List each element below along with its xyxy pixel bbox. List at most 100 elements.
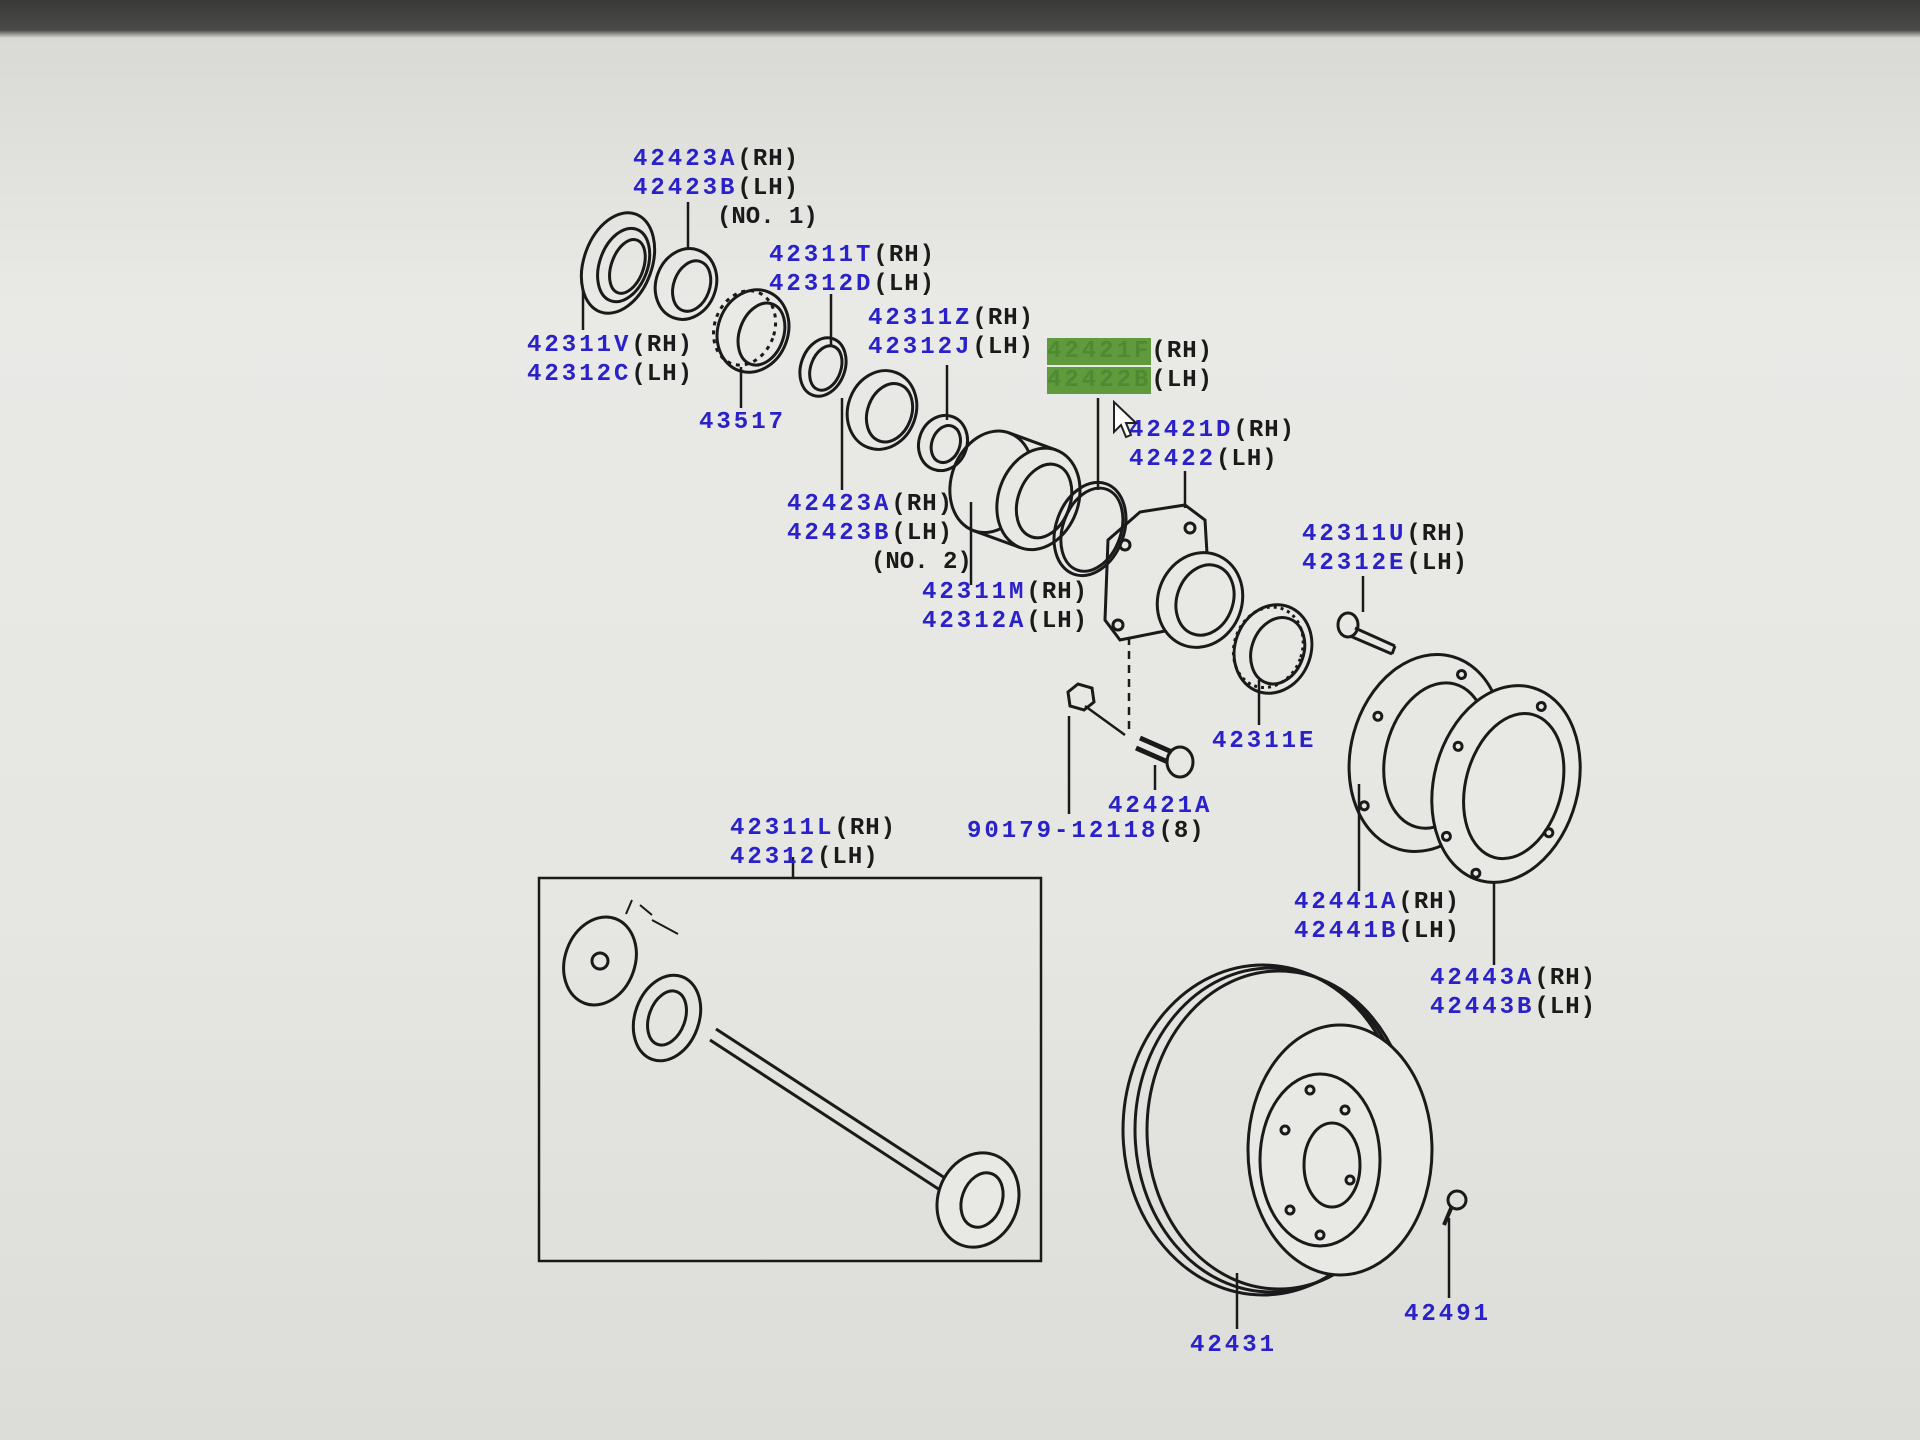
part-number[interactable]: 42312A bbox=[922, 608, 1027, 635]
callout-line: 42491 bbox=[1404, 1300, 1491, 1329]
part-number[interactable]: 42423B bbox=[787, 520, 892, 547]
part-number[interactable]: 42491 bbox=[1404, 1301, 1492, 1328]
part-number[interactable]: 43517 bbox=[699, 409, 787, 436]
callout-line: 42312J(LH) bbox=[868, 333, 1034, 362]
callout-line: 42443B(LH) bbox=[1430, 993, 1596, 1022]
callout-line: 42421F(RH) bbox=[1047, 337, 1213, 366]
callout-42421a[interactable]: 42421A bbox=[1108, 792, 1212, 821]
bearing-race-no2 bbox=[845, 369, 919, 451]
part-number[interactable]: 42421F bbox=[1047, 338, 1152, 365]
part-number[interactable]: 42311T bbox=[769, 242, 874, 269]
part-number[interactable]: 42312J bbox=[868, 334, 973, 361]
callout-line: 42312A(LH) bbox=[922, 607, 1088, 636]
part-number[interactable]: 42421A bbox=[1108, 793, 1213, 820]
callout-line: 42311M(RH) bbox=[922, 578, 1088, 607]
callout-line: 42443A(RH) bbox=[1430, 964, 1596, 993]
side-designation: (LH) bbox=[1406, 550, 1469, 577]
side-designation: (LH) bbox=[1151, 367, 1214, 394]
callout-42311e[interactable]: 42311E bbox=[1212, 727, 1316, 756]
part-number[interactable]: 42441B bbox=[1294, 918, 1399, 945]
part-number[interactable]: 90179-12118 bbox=[967, 818, 1159, 845]
callout-43517[interactable]: 43517 bbox=[699, 408, 786, 437]
leader-lines bbox=[581, 202, 1496, 1329]
part-number[interactable]: 42421D bbox=[1129, 417, 1234, 444]
hub-bolt-42421A bbox=[1134, 735, 1195, 779]
callout-42311z[interactable]: 42311Z(RH)42312J(LH) bbox=[868, 304, 1034, 362]
part-number[interactable]: 42311M bbox=[922, 579, 1027, 606]
callout-line: 42311Z(RH) bbox=[868, 304, 1034, 333]
oil-seal-42311V bbox=[579, 211, 657, 315]
side-designation: (RH) bbox=[1151, 338, 1214, 365]
callout-42311u[interactable]: 42311U(RH)42312E(LH) bbox=[1302, 520, 1468, 578]
callout-42423a[interactable]: 42423A(RH)42423B(LH)(NO. 2) bbox=[787, 490, 972, 577]
part-number[interactable]: 42422B bbox=[1047, 367, 1152, 394]
callout-line: 42422B(LH) bbox=[1047, 366, 1213, 395]
spacer-42311M bbox=[948, 429, 1082, 552]
part-number[interactable]: 42423B bbox=[633, 175, 738, 202]
axle-shaft-inset bbox=[537, 876, 1043, 1263]
part-number[interactable]: 42311E bbox=[1212, 728, 1317, 755]
part-number[interactable]: 42431 bbox=[1190, 1332, 1278, 1359]
bearing-housing-42421D bbox=[1103, 503, 1245, 649]
callout-line: 42312(LH) bbox=[730, 843, 896, 872]
part-number[interactable]: 42311L bbox=[730, 815, 835, 842]
callout-line: 42312E(LH) bbox=[1302, 549, 1468, 578]
side-designation: (RH) bbox=[1026, 579, 1089, 606]
callout-42311t[interactable]: 42311T(RH)42312D(LH) bbox=[769, 241, 935, 299]
mouse-pointer-icon bbox=[1113, 400, 1138, 439]
snap-ring bbox=[798, 336, 848, 398]
callout-42423a[interactable]: 42423A(RH)42423B(LH)(NO. 1) bbox=[633, 145, 818, 232]
callout-42443a[interactable]: 42443A(RH)42443B(LH) bbox=[1430, 964, 1596, 1022]
callout-90179-12118[interactable]: 90179-12118(8) bbox=[967, 817, 1205, 846]
callout-42421f[interactable]: 42421F(RH)42422B(LH) bbox=[1047, 337, 1213, 395]
part-number[interactable]: 42423A bbox=[633, 146, 738, 173]
callout-42311m[interactable]: 42311M(RH)42312A(LH) bbox=[922, 578, 1088, 636]
callout-42311v[interactable]: 42311V(RH)42312C(LH) bbox=[527, 331, 693, 389]
part-number[interactable]: 42423A bbox=[787, 491, 892, 518]
callout-line: 42311E bbox=[1212, 727, 1316, 756]
part-number[interactable]: 42311U bbox=[1302, 521, 1407, 548]
callout-42441a[interactable]: 42441A(RH)42441B(LH) bbox=[1294, 888, 1460, 946]
part-number[interactable]: 42422 bbox=[1129, 446, 1217, 473]
side-designation: (LH) bbox=[737, 175, 800, 202]
callout-line: 42311L(RH) bbox=[730, 814, 896, 843]
part-number[interactable]: 42311Z bbox=[868, 305, 973, 332]
callout-line: 42423B(LH) bbox=[633, 174, 818, 203]
part-number[interactable]: 42312 bbox=[730, 844, 818, 871]
screw-42491 bbox=[1442, 1189, 1468, 1226]
callout-42491[interactable]: 42491 bbox=[1404, 1300, 1491, 1329]
side-designation: (LH) bbox=[1534, 994, 1597, 1021]
callout-line: 42312C(LH) bbox=[527, 360, 693, 389]
side-designation: (RH) bbox=[737, 146, 800, 173]
side-designation: (RH) bbox=[834, 815, 897, 842]
brake-disc-42431 bbox=[1121, 963, 1434, 1297]
side-designation: (RH) bbox=[972, 305, 1035, 332]
side-designation: (RH) bbox=[873, 242, 936, 269]
callout-line: 42421A bbox=[1108, 792, 1212, 821]
side-designation: (RH) bbox=[891, 491, 954, 518]
gasket-42443 bbox=[1430, 684, 1582, 884]
part-number[interactable]: 42311V bbox=[527, 332, 632, 359]
part-number[interactable]: 42312C bbox=[527, 361, 632, 388]
part-number[interactable]: 42443B bbox=[1430, 994, 1535, 1021]
side-designation: (8) bbox=[1158, 818, 1205, 845]
part-number[interactable]: 42441A bbox=[1294, 889, 1399, 916]
callout-42421d[interactable]: 42421D(RH)42422(LH) bbox=[1129, 416, 1295, 474]
side-designation: (RH) bbox=[631, 332, 694, 359]
callout-42431[interactable]: 42431 bbox=[1190, 1331, 1277, 1360]
part-number[interactable]: 42312D bbox=[769, 271, 874, 298]
callout-line: 42312D(LH) bbox=[769, 270, 935, 299]
callout-line: 42423B(LH) bbox=[787, 519, 972, 548]
callout-note: (NO. 1) bbox=[717, 204, 818, 231]
callout-line: 42311V(RH) bbox=[527, 331, 693, 360]
bearing-42311E bbox=[1231, 603, 1314, 695]
callout-line: 42431 bbox=[1190, 1331, 1277, 1360]
callout-line: 42423A(RH) bbox=[787, 490, 972, 519]
side-designation: (LH) bbox=[1026, 608, 1089, 635]
callout-line: 42311U(RH) bbox=[1302, 520, 1468, 549]
callout-42311l[interactable]: 42311L(RH)42312(LH) bbox=[730, 814, 896, 872]
part-number[interactable]: 42443A bbox=[1430, 965, 1535, 992]
side-designation: (RH) bbox=[1406, 521, 1469, 548]
side-designation: (LH) bbox=[873, 271, 936, 298]
part-number[interactable]: 42312E bbox=[1302, 550, 1407, 577]
